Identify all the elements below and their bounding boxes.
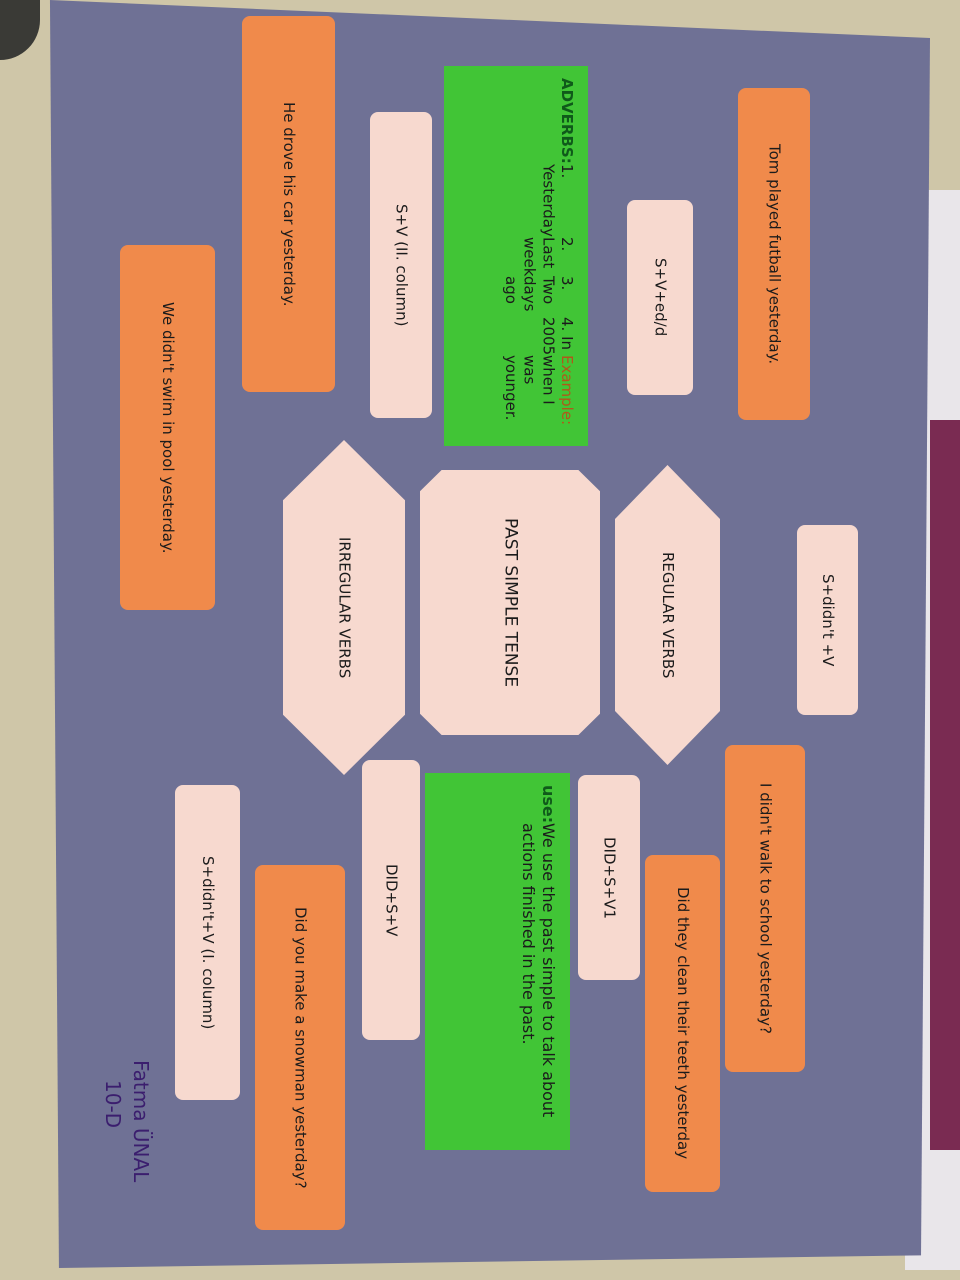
signature-class: 10-D [101,1080,125,1129]
adverb-3: 3. Two days ago [501,275,576,312]
past-simple-tense-title: PAST SIMPLE TENSE [420,470,600,735]
use-text: We use the past simple to talk about act… [519,823,558,1118]
adverbs-card: ADVERBS: 1. Yesterday 2. Last week 3. Tw… [444,66,588,446]
formula-regular-question: DID+S+V1 [578,775,640,980]
regular-verbs-label: REGULAR VERBS [615,465,720,765]
adverbs-title: ADVERBS: [558,78,576,164]
irregular-verbs-label: IRREGULAR VERBS [283,440,405,775]
formula-regular-negative: S+didn't +V [797,525,858,715]
example-snowman: Did you make a snowman yesterday? [255,865,345,1230]
formula-irregular-question: DID+S+V [362,760,420,1040]
adverb-1: 1. Yesterday [539,163,576,237]
folder-edge [930,420,960,1150]
example-label: Example: [558,355,576,426]
example-walk: I didn't walk to school yesterday? [725,745,805,1072]
example-swim: We didn't swim in pool yesterday. [120,245,215,610]
formula-regular-positive: S+V+ed/d [627,200,693,395]
example-text: when I was younger. [501,355,558,421]
example-tom: Tom played futball yesterday. [738,88,810,420]
formula-irregular-positive: S+V (II. column) [370,112,432,418]
adverb-2: 2. Last week [520,236,577,276]
example-drove: He drove his car yesterday. [242,16,335,392]
adverb-4: 4. In 2005 [539,317,576,356]
signature: Fatma ÜNAL 10-D [75,1060,155,1265]
use-title: use: [539,785,558,824]
use-card: use: We use the past simple to talk abou… [425,773,570,1150]
signature-name: Fatma ÜNAL [129,1060,153,1183]
formula-irregular-negative: S+didn't+V (I. column) [175,785,240,1100]
example-teeth: Did they clean their teeth yesterday [645,855,720,1192]
background-shadow [0,0,40,60]
